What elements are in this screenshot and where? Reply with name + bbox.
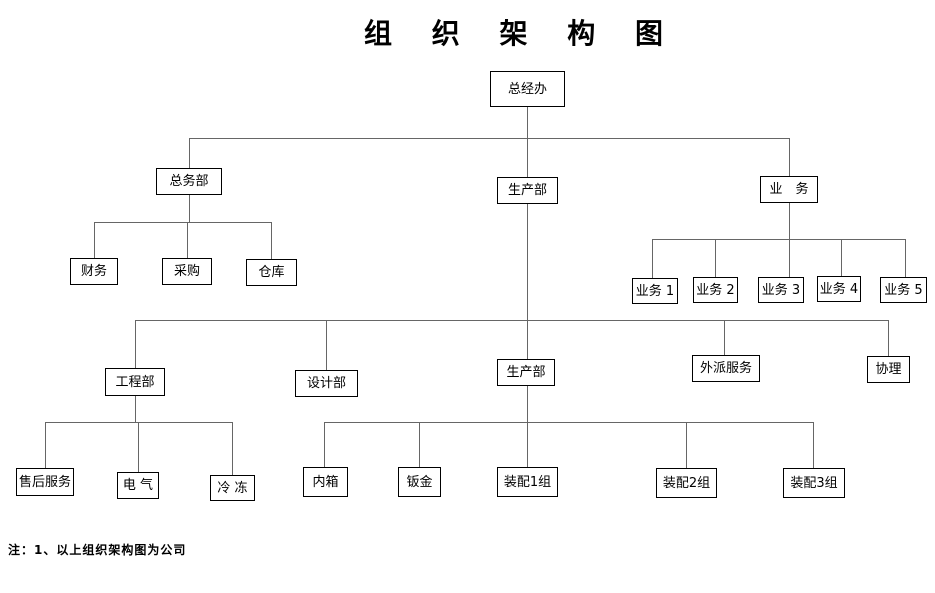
- connector: [527, 138, 528, 177]
- connector: [187, 222, 188, 258]
- footnote: 注：1、以上组织架构图为公司: [8, 543, 187, 557]
- connector: [45, 422, 233, 423]
- connector: [813, 422, 814, 468]
- node-general-manager-office: 总经办: [490, 71, 565, 107]
- node-business-5: 业务 5: [880, 277, 927, 303]
- connector: [527, 107, 528, 138]
- node-assembly-group-3: 装配3组: [783, 468, 845, 498]
- node-refrigeration: 冷 冻: [210, 475, 255, 501]
- node-assembly-group-1: 装配1组: [497, 467, 558, 497]
- node-production-dept-2: 生产部: [497, 359, 555, 386]
- page-title: 组 织 架 构 图: [364, 17, 666, 50]
- connector: [724, 320, 725, 355]
- connector: [135, 396, 136, 422]
- node-finance: 财务: [70, 258, 118, 285]
- connector: [189, 138, 190, 168]
- connector: [905, 239, 906, 277]
- connector: [326, 320, 327, 370]
- connector: [189, 138, 790, 139]
- node-warehouse: 仓库: [246, 259, 297, 286]
- connector: [841, 239, 842, 276]
- node-inner-box: 内箱: [303, 467, 348, 497]
- node-business-2: 业务 2: [693, 277, 738, 303]
- connector: [789, 239, 790, 277]
- node-business-4: 业务 4: [817, 276, 861, 302]
- node-purchasing: 采购: [162, 258, 212, 285]
- node-design-dept: 设计部: [295, 370, 358, 397]
- connector: [527, 204, 528, 359]
- connector: [189, 195, 190, 222]
- connector: [789, 138, 790, 176]
- node-business-3: 业务 3: [758, 277, 804, 303]
- node-after-sales-service: 售后服务: [16, 468, 74, 496]
- node-general-affairs-dept: 总务部: [156, 168, 222, 195]
- connector: [652, 239, 906, 240]
- node-outsourced-service: 外派服务: [692, 355, 760, 382]
- connector: [45, 422, 46, 468]
- connector: [94, 222, 272, 223]
- connector: [232, 422, 233, 475]
- connector: [94, 222, 95, 258]
- node-engineering-dept: 工程部: [105, 368, 165, 396]
- node-business-1: 业务 1: [632, 278, 678, 304]
- connector: [271, 222, 272, 259]
- connector: [135, 320, 136, 368]
- connector: [686, 422, 687, 468]
- connector: [715, 239, 716, 277]
- connector: [138, 422, 139, 472]
- connector: [419, 422, 420, 467]
- connector: [527, 386, 528, 422]
- connector: [527, 422, 528, 467]
- node-business: 业 务: [760, 176, 818, 203]
- connector: [652, 239, 653, 278]
- node-assembly-group-2: 装配2组: [656, 468, 717, 498]
- connector: [135, 320, 889, 321]
- node-production-dept: 生产部: [497, 177, 558, 204]
- connector: [888, 320, 889, 356]
- node-assistant: 协理: [867, 356, 910, 383]
- connector: [324, 422, 325, 467]
- connector: [324, 422, 814, 423]
- node-electrical: 电 气: [117, 472, 159, 499]
- connector: [789, 203, 790, 239]
- node-sheet-metal: 钣金: [398, 467, 441, 497]
